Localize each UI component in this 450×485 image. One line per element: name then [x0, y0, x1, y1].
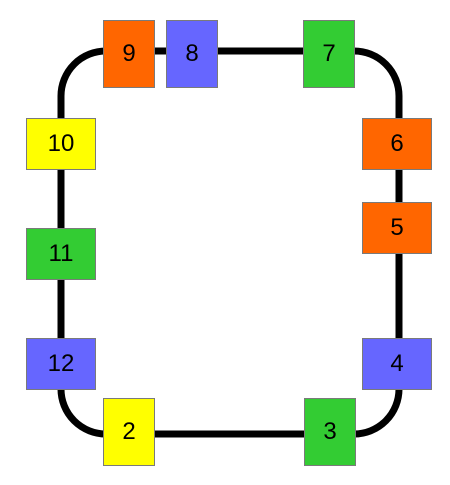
- tile-8: 8: [166, 20, 218, 88]
- tile-10: 10: [26, 118, 96, 170]
- tile-12: 12: [26, 338, 96, 390]
- tile-5-label: 5: [390, 214, 404, 241]
- tile-6: 6: [362, 118, 432, 170]
- tile-11: 11: [26, 228, 96, 280]
- tile-2: 2: [103, 398, 155, 466]
- tile-3: 3: [304, 398, 356, 466]
- tile-10-label: 10: [47, 130, 75, 157]
- tile-4: 4: [362, 338, 432, 390]
- tile-11-label: 11: [48, 240, 74, 267]
- tile-5: 5: [362, 202, 432, 254]
- tile-7-label: 7: [322, 40, 336, 67]
- tile-4-label: 4: [390, 350, 404, 377]
- tile-9: 9: [103, 20, 155, 88]
- tile-9-label: 9: [122, 40, 136, 67]
- track-path: [57, 47, 403, 438]
- tile-2-label: 2: [122, 418, 136, 445]
- tile-6-label: 6: [390, 130, 404, 157]
- tile-7: 7: [303, 20, 355, 88]
- tile-3-label: 3: [323, 418, 337, 445]
- tile-12-label: 12: [47, 350, 75, 377]
- tile-8-label: 8: [185, 40, 199, 67]
